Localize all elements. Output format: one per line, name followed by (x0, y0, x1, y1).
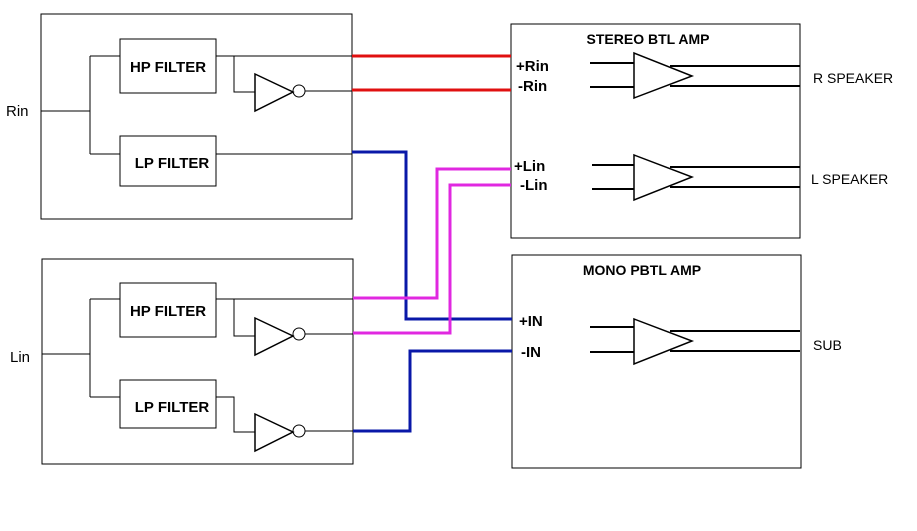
stereo-in-pos-l: +Lin (514, 158, 545, 175)
r-btl-amp-icon (633, 51, 695, 100)
mono-amp-box (511, 254, 802, 469)
r-crossover-block: Rin HP FILTER LP FILTER (6, 13, 353, 220)
l-hp-filter-label: HP FILTER (130, 303, 206, 320)
l-hp-pos-wire (353, 167, 511, 300)
r-crossover-box (40, 13, 353, 220)
l-lp-inverter-icon (254, 412, 295, 453)
l-hp-inverter-icon (254, 316, 295, 357)
mono-amp-title: MONO PBTL AMP (583, 262, 701, 278)
r-inverter-icon (254, 72, 295, 113)
signal-wires (352, 54, 512, 433)
rin-label: Rin (6, 103, 29, 120)
mono-in-pos: +IN (519, 313, 543, 330)
l-hp-neg-wire (353, 183, 511, 335)
l-speaker-label: L SPEAKER (811, 171, 888, 187)
r-hp-filter-box (119, 38, 217, 94)
mono-in-neg: -IN (521, 344, 541, 361)
r-lp-wire (352, 150, 512, 321)
r-lp-filter-box (119, 135, 217, 187)
stereo-amp-box (510, 23, 801, 239)
l-lp-filter-box (119, 379, 217, 429)
l-crossover-block: Lin HP FILTER LP FILTER (10, 258, 354, 465)
sub-pbtl-amp-icon (633, 317, 695, 366)
mono-pbtl-amp-block: MONO PBTL AMP +IN -IN (511, 254, 802, 469)
l-btl-amp-icon (633, 153, 695, 202)
l-lp-wire (353, 349, 512, 433)
l-crossover-box (41, 258, 354, 465)
sub-label: SUB (813, 337, 842, 353)
stereo-in-pos-r: +Rin (516, 58, 549, 75)
lin-label: Lin (10, 349, 30, 366)
r-lp-filter-label: LP FILTER (135, 155, 210, 172)
stereo-amp-title: STEREO BTL AMP (587, 31, 710, 47)
l-hp-filter-box (119, 282, 217, 338)
r-speaker-label: R SPEAKER (813, 70, 893, 86)
stereo-in-neg-r: -Rin (518, 78, 547, 95)
stereo-in-neg-l: -Lin (520, 177, 548, 194)
l-lp-filter-label: LP FILTER (135, 399, 210, 416)
r-hp-filter-label: HP FILTER (130, 59, 206, 76)
stereo-btl-amp-block: STEREO BTL AMP +Rin -Rin +Lin -Lin (510, 23, 801, 239)
